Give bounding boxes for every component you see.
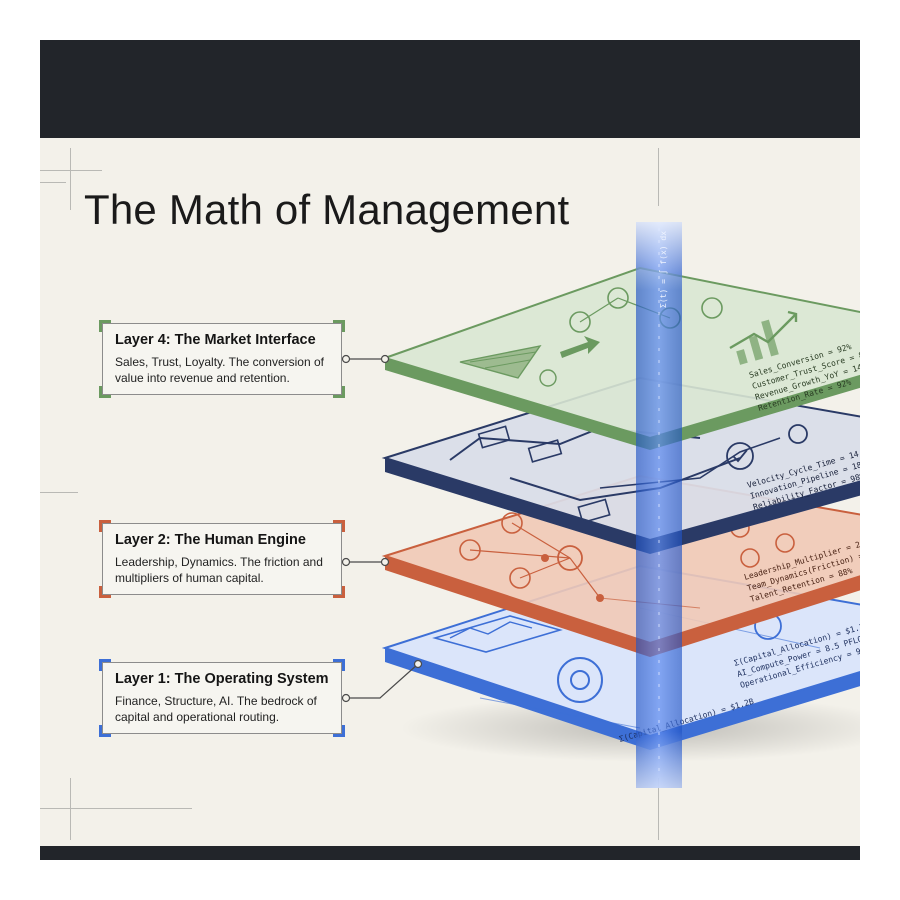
customer-icon <box>607 287 629 309</box>
flow-box <box>527 439 563 463</box>
growth-bar <box>748 335 764 361</box>
guide-line <box>658 778 659 840</box>
flow-path <box>509 457 741 502</box>
connector-dot <box>341 693 351 703</box>
callout-title: Layer 2: The Human Engine <box>115 532 306 548</box>
connector-dot <box>380 557 390 567</box>
corner-bracket <box>333 586 345 598</box>
check-icon-mark <box>732 449 748 463</box>
corner-bracket <box>99 725 111 737</box>
person-icon <box>459 539 481 561</box>
corner-bracket <box>99 386 111 398</box>
callout-layer-1: Layer 1: The Operating System Finance, S… <box>99 659 345 737</box>
guide-line <box>658 148 659 206</box>
guide-line <box>70 778 71 840</box>
layer-routing-edge <box>385 458 860 554</box>
corner-bracket <box>99 586 111 598</box>
layer-os-edge <box>385 648 860 750</box>
bottom-dark-bar <box>40 846 860 860</box>
gear-icon <box>788 424 808 444</box>
page-title: The Math of Management <box>84 186 570 233</box>
corner-bracket <box>99 520 111 532</box>
customer-icon <box>569 311 591 333</box>
corner-bracket <box>99 659 111 671</box>
person-icon <box>775 533 795 553</box>
guide-line <box>40 492 78 493</box>
os-circuit-line <box>479 697 641 729</box>
network-link <box>511 522 571 559</box>
growth-bar <box>736 349 748 365</box>
person-icon <box>509 567 531 589</box>
network-link <box>579 297 619 323</box>
connector-dot <box>380 354 390 364</box>
connector-dot <box>341 354 351 364</box>
callout-layer-2: Layer 2: The Human Engine Leadership, Dy… <box>99 520 345 598</box>
os-screen-icon <box>432 615 563 653</box>
corner-bracket <box>333 320 345 332</box>
callout-body: Sales, Trust, Loyalty. The conversion of… <box>115 355 324 385</box>
network-link <box>469 549 571 559</box>
person-icon <box>501 512 523 534</box>
beam-formula: Σ(t) = ∫ f(x) dx <box>659 231 668 308</box>
layer-stack-diagram: Σ(Capital_Allocation) = $1.2B AI_Compute… <box>341 222 860 788</box>
callout-title: Layer 1: The Operating System <box>115 671 329 687</box>
corner-bracket <box>333 520 345 532</box>
check-icon <box>726 442 754 470</box>
callout-body: Finance, Structure, AI. The bedrock of c… <box>115 694 317 724</box>
os-screen-chart <box>449 621 533 639</box>
corner-bracket <box>333 386 345 398</box>
callout-layer-4: Layer 4: The Market Interface Sales, Tru… <box>99 320 345 398</box>
os-gear-icon <box>557 657 603 703</box>
customer-icon <box>701 297 723 319</box>
flow-box <box>477 425 511 449</box>
customer-icon <box>539 369 557 387</box>
guide-line <box>70 148 71 210</box>
funnel-line <box>469 351 537 363</box>
arrow-icon <box>560 336 600 358</box>
corner-bracket <box>99 320 111 332</box>
network-link <box>519 557 571 579</box>
top-dark-bar <box>40 40 860 138</box>
diagram-canvas: The Math of Management <box>40 138 860 846</box>
person-icon <box>557 545 583 571</box>
person-icon <box>740 548 760 568</box>
guide-line <box>40 182 66 183</box>
os-gear-icon-inner <box>570 670 590 690</box>
funnel-line <box>484 359 531 369</box>
growth-arrow-head <box>787 310 798 322</box>
callout-title: Layer 4: The Market Interface <box>115 332 316 348</box>
guide-line <box>40 170 102 171</box>
callout-body: Leadership, Dynamics. The friction and m… <box>115 555 323 585</box>
connector-dot <box>341 557 351 567</box>
guide-line <box>40 808 192 809</box>
growth-arrow <box>729 313 797 350</box>
layer-market: Sales_Conversion = 92% Customer_Trust_Sc… <box>381 266 860 450</box>
corner-bracket <box>333 725 345 737</box>
connector-line <box>346 663 419 699</box>
corner-bracket <box>333 659 345 671</box>
connector-dot <box>413 659 423 669</box>
network-link <box>569 557 601 599</box>
flow-box <box>577 498 611 524</box>
layer-market-top <box>381 266 860 440</box>
growth-bar <box>761 319 779 357</box>
